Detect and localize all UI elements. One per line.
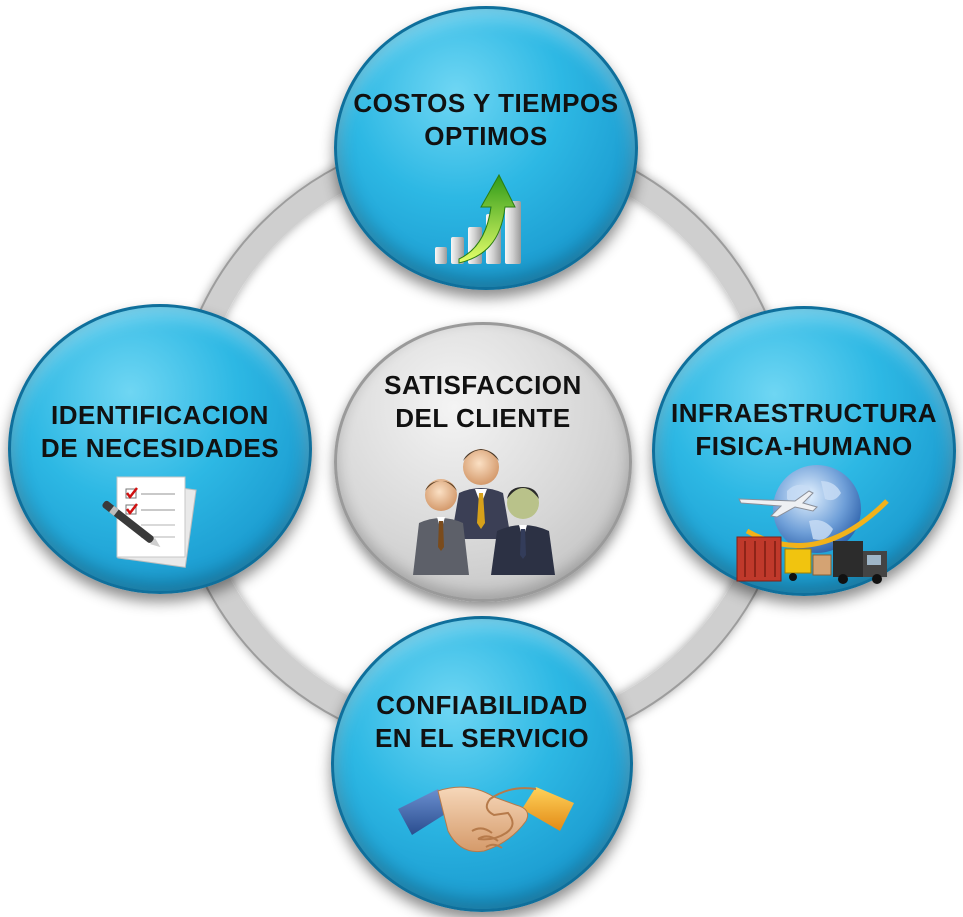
node-costs-times: COSTOS Y TIEMPOS OPTIMOS (334, 6, 638, 290)
node-service-reliability: CONFIABILIDAD EN EL SERVICIO (331, 616, 633, 912)
handshake-icon (398, 786, 574, 853)
node-costs-times-label: COSTOS Y TIEMPOS OPTIMOS (353, 88, 619, 151)
node-needs-identification: IDENTIFICACION DE NECESIDADES (8, 304, 312, 594)
node-needs-identification-label: IDENTIFICACION DE NECESIDADES (40, 400, 280, 463)
growth-chart-arrow-icon (435, 173, 521, 264)
node-service-reliability-label: CONFIABILIDAD EN EL SERVICIO (374, 690, 590, 753)
logistics-globe-icon (736, 465, 889, 584)
center-customer-satisfaction-label: SATISFACCION DEL CLIENTE (384, 370, 582, 433)
checklist-pen-icon (102, 476, 197, 568)
center-customer-satisfaction: SATISFACCION DEL CLIENTE (334, 322, 632, 602)
node-infrastructure: INFRAESTRUCTURA FISICA-HUMANO (652, 306, 956, 596)
node-infrastructure-label: INFRAESTRUCTURA FISICA-HUMANO (670, 398, 938, 461)
business-people-icon (413, 449, 555, 575)
